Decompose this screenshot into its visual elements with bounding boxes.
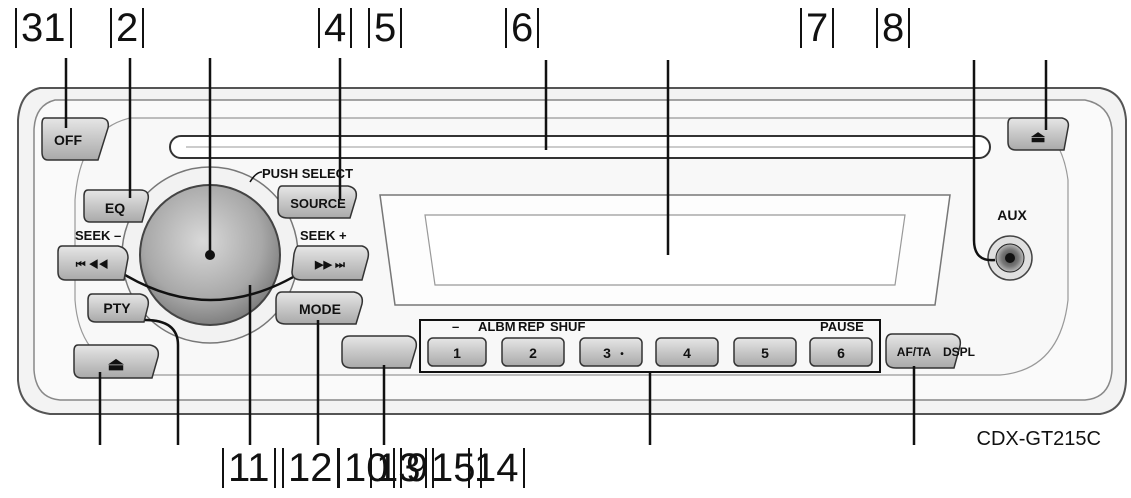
seek-prev-button[interactable]: ⏮ ◀◀ <box>57 245 129 281</box>
eject-icon: ⏏ <box>1030 129 1045 146</box>
preset-button-4[interactable]: 4 <box>655 337 719 367</box>
preset-shuf-label: SHUF <box>550 319 585 334</box>
seek-next-button[interactable]: ▶▶ ⏭ <box>291 245 370 281</box>
callout-2: 2 <box>110 8 145 48</box>
preset-button-2[interactable]: 2 <box>501 337 565 367</box>
preset-6-label: 6 <box>837 345 845 361</box>
callout-7: 7 <box>800 8 835 48</box>
off-button[interactable]: OFF <box>41 117 110 161</box>
prev-icon: ⏮ ◀◀ <box>76 259 109 271</box>
eq-button[interactable]: EQ <box>83 189 150 223</box>
preset-button-1[interactable]: 1 <box>427 337 487 367</box>
leader-lines-top <box>64 58 1048 262</box>
dspl-label: DSPL <box>943 345 975 359</box>
seek-plus-label: SEEK + <box>300 228 347 243</box>
callout-31: 31 <box>15 8 72 48</box>
preset-4-label: 4 <box>683 345 691 361</box>
aux-jack[interactable] <box>987 235 1033 281</box>
af-ta-label: AF/TA <box>897 345 932 359</box>
release-button[interactable]: ⏏ <box>73 344 160 379</box>
display-window <box>379 194 951 306</box>
callout-8: 8 <box>876 8 911 48</box>
preset-albm-label: ALBM <box>478 319 516 334</box>
preset-button-3[interactable]: 3 • <box>579 337 643 367</box>
source-button[interactable]: SOURCE <box>277 185 358 219</box>
af-ta-button[interactable]: AF/TA <box>885 333 962 369</box>
push-select-label: PUSH SELECT <box>262 166 353 181</box>
preset-5-label: 5 <box>761 345 769 361</box>
pty-button[interactable]: PTY <box>87 293 150 323</box>
callout-5: 5 <box>368 8 403 48</box>
seek-arc <box>116 268 306 302</box>
preset-3-dot: • <box>620 349 624 360</box>
aux-label: AUX <box>997 207 1027 223</box>
preset-1-label: 1 <box>453 345 461 361</box>
preset-rep-label: REP <box>518 319 545 334</box>
eq-label: EQ <box>105 200 125 216</box>
blank-button[interactable] <box>341 335 418 369</box>
callout-10: 10 <box>338 448 395 488</box>
source-label: SOURCE <box>290 196 346 211</box>
eject-button[interactable]: ⏏ <box>1007 117 1070 151</box>
model-number: CDX-GT215C <box>976 428 1101 450</box>
preset-minus-label: – <box>452 319 459 334</box>
callout-11: 11 <box>222 448 276 488</box>
off-label: OFF <box>54 132 82 148</box>
cd-slot <box>169 135 991 159</box>
callout-4: 4 <box>318 8 353 48</box>
preset-button-5[interactable]: 5 <box>733 337 797 367</box>
callout-6: 6 <box>505 8 540 48</box>
next-icon: ▶▶ ⏭ <box>314 259 345 271</box>
preset-3-label: 3 <box>603 345 611 361</box>
mode-button[interactable]: MODE <box>275 291 364 325</box>
callout-14: 14 <box>468 448 525 488</box>
leader-lines-bottom <box>98 285 916 445</box>
seek-minus-label: SEEK – <box>75 228 121 243</box>
callout-9: 9 <box>400 448 435 488</box>
preset-pause-label: PAUSE <box>820 319 864 334</box>
release-icon: ⏏ <box>107 354 124 374</box>
mode-label: MODE <box>299 301 341 317</box>
preset-button-6[interactable]: 6 <box>809 337 873 367</box>
preset-2-label: 2 <box>529 345 537 361</box>
callout-12: 12 <box>282 448 339 488</box>
pty-label: PTY <box>103 300 131 316</box>
